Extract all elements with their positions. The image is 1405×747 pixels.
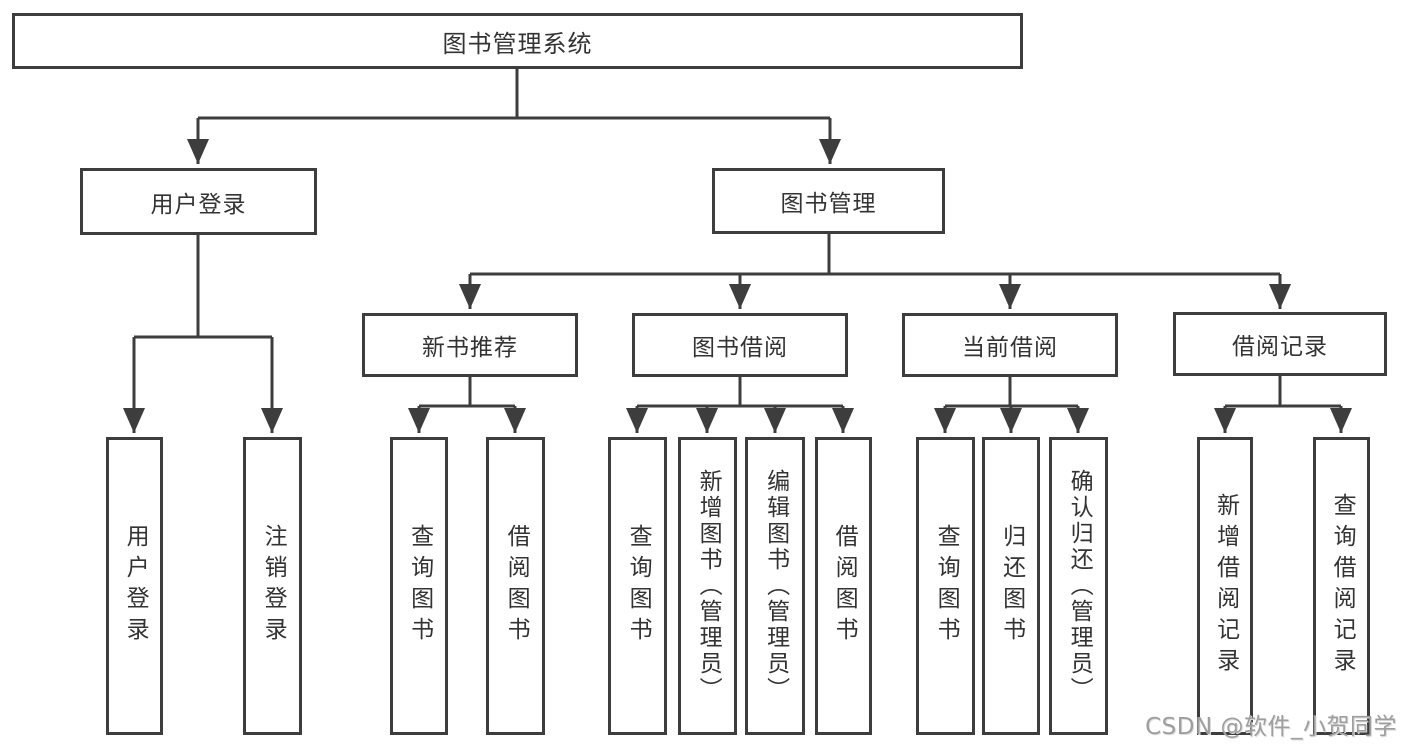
node-borrowing-records: 借阅记录	[1173, 312, 1387, 376]
leaf-add-borrow-record: 新增借阅记录	[1197, 437, 1253, 735]
leaf-confirm-return-admin: 确认归还（管理员）	[1049, 437, 1108, 735]
leaf-borrow-books-borrowing: 借阅图书	[815, 437, 872, 735]
leaf-query-books-borrowing: 查询图书	[608, 437, 667, 735]
leaf-query-books-current: 查询图书	[916, 437, 975, 735]
node-library-management-system: 图书管理系统	[12, 13, 1023, 69]
node-current-borrowing: 当前借阅	[902, 313, 1118, 377]
leaf-edit-book-admin: 编辑图书（管理员）	[745, 437, 805, 735]
leaf-query-books-recommend: 查询图书	[390, 437, 448, 735]
node-book-management: 图书管理	[712, 168, 945, 234]
leaf-logout: 注销登录	[243, 437, 302, 735]
leaf-user-login: 用户登录	[106, 437, 163, 735]
leaf-add-book-admin: 新增图书（管理员）	[678, 437, 737, 735]
leaf-borrow-books-recommend: 借阅图书	[486, 437, 545, 735]
leaf-return-book: 归还图书	[982, 437, 1040, 735]
node-book-borrowing: 图书借阅	[632, 313, 848, 377]
leaf-query-borrow-record: 查询借阅记录	[1313, 437, 1370, 735]
node-user-login: 用户登录	[80, 168, 317, 235]
node-new-book-recommendation: 新书推荐	[362, 313, 578, 377]
